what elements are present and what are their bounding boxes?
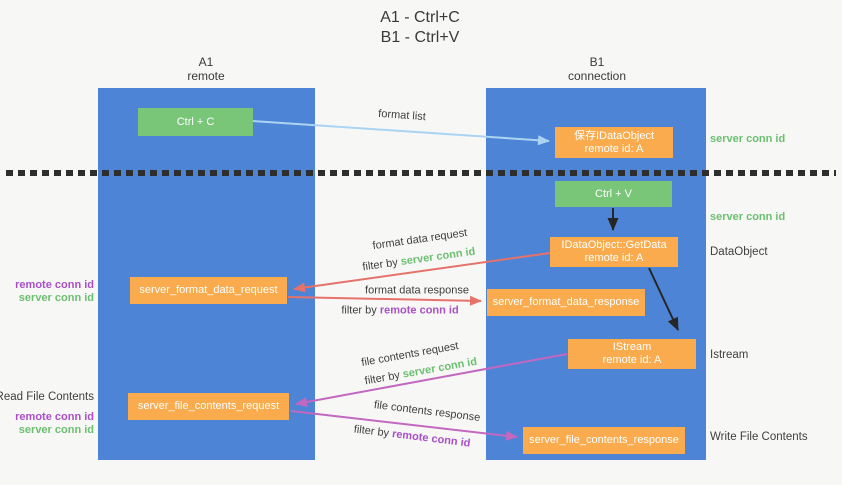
- node-istream-line1: IStream: [612, 341, 652, 353]
- title-line-2: B1 - Ctrl+V: [380, 29, 460, 46]
- remote-conn-id-text: remote conn id: [379, 304, 459, 317]
- node-file-request-label: server_file_contents_request: [137, 400, 280, 412]
- label-server-conn-id-right-top: server conn id: [710, 133, 786, 145]
- lane-header-b1: B1 connection: [568, 55, 626, 83]
- label-remote-conn-id-left-top: remote conn id: [15, 279, 94, 291]
- edge-label-format-data-response-filter: filter by remote conn id: [341, 305, 458, 318]
- dotted-separator-line: [6, 170, 836, 176]
- node-ctrl-c: Ctrl + C: [138, 108, 253, 136]
- node-save-dataobject-line1: 保存IDataObject: [573, 129, 655, 142]
- format-data-response-arrow: [287, 295, 482, 306]
- node-format-response-label: server_format_data_response: [492, 296, 640, 308]
- node-format-request-label: server_format_data_request: [139, 284, 278, 296]
- node-server-format-data-request: server_format_data_request: [130, 277, 287, 304]
- remote-conn-id-text: remote conn id: [391, 428, 472, 450]
- node-save-dataobject-line2: remote id: A: [584, 142, 644, 155]
- node-idataobject-getdata: IDataObject::GetData remote id: A: [550, 237, 678, 267]
- node-file-response-label: server_file_contents_response: [529, 434, 679, 446]
- label-remote-conn-id-left-bottom: remote conn id: [15, 411, 94, 423]
- label-dataobject: DataObject: [710, 246, 768, 258]
- label-read-file-contents: Read File Contents: [0, 391, 94, 403]
- node-server-format-data-response: server_format_data_response: [487, 289, 645, 316]
- lane-header-a1: A1 remote: [187, 55, 224, 83]
- node-ctrl-v: Ctrl + V: [555, 181, 672, 207]
- node-getdata-line2: remote id: A: [584, 252, 644, 264]
- node-ctrl-v-label: Ctrl + V: [595, 187, 632, 200]
- lane-b1-subtitle: connection: [567, 69, 627, 83]
- edge-label-file-contents-response-filter: filter by remote conn id: [353, 423, 471, 450]
- title-line-1: A1 - Ctrl+C: [380, 9, 460, 26]
- label-server-conn-id-left-top: server conn id: [18, 292, 94, 304]
- filter-by-text: filter by: [361, 256, 399, 274]
- lane-a1-name: A1: [198, 55, 214, 69]
- edge-label-file-contents-response: file contents response: [373, 399, 481, 424]
- filter-by-text: filter by: [363, 369, 401, 388]
- label-server-conn-id-left-bottom: server conn id: [18, 424, 94, 436]
- node-istream-line2: remote id: A: [602, 354, 662, 366]
- filter-by-text: filter by: [353, 423, 390, 440]
- node-server-file-contents-response: server_file_contents_response: [523, 427, 685, 454]
- lane-b1-name: B1: [589, 55, 605, 69]
- page-title: A1 - Ctrl+C B1 - Ctrl+V: [380, 8, 460, 48]
- server-conn-id-text: server conn id: [399, 245, 477, 268]
- node-save-dataobject: 保存IDataObject remote id: A: [555, 127, 673, 158]
- node-ctrl-c-label: Ctrl + C: [176, 115, 215, 128]
- node-server-file-contents-request: server_file_contents_request: [128, 393, 289, 420]
- edge-label-format-list: format list: [377, 107, 427, 124]
- label-write-file-contents: Write File Contents: [710, 431, 808, 443]
- node-istream: IStream remote id: A: [568, 339, 696, 369]
- filter-by-text: filter by: [341, 304, 377, 317]
- node-getdata-line1: IDataObject::GetData: [561, 239, 667, 251]
- label-istream: Istream: [710, 349, 749, 361]
- lane-a1-subtitle: remote: [187, 69, 225, 83]
- edge-label-format-data-response: format data response: [365, 284, 469, 297]
- label-server-conn-id-right-mid: server conn id: [710, 211, 786, 223]
